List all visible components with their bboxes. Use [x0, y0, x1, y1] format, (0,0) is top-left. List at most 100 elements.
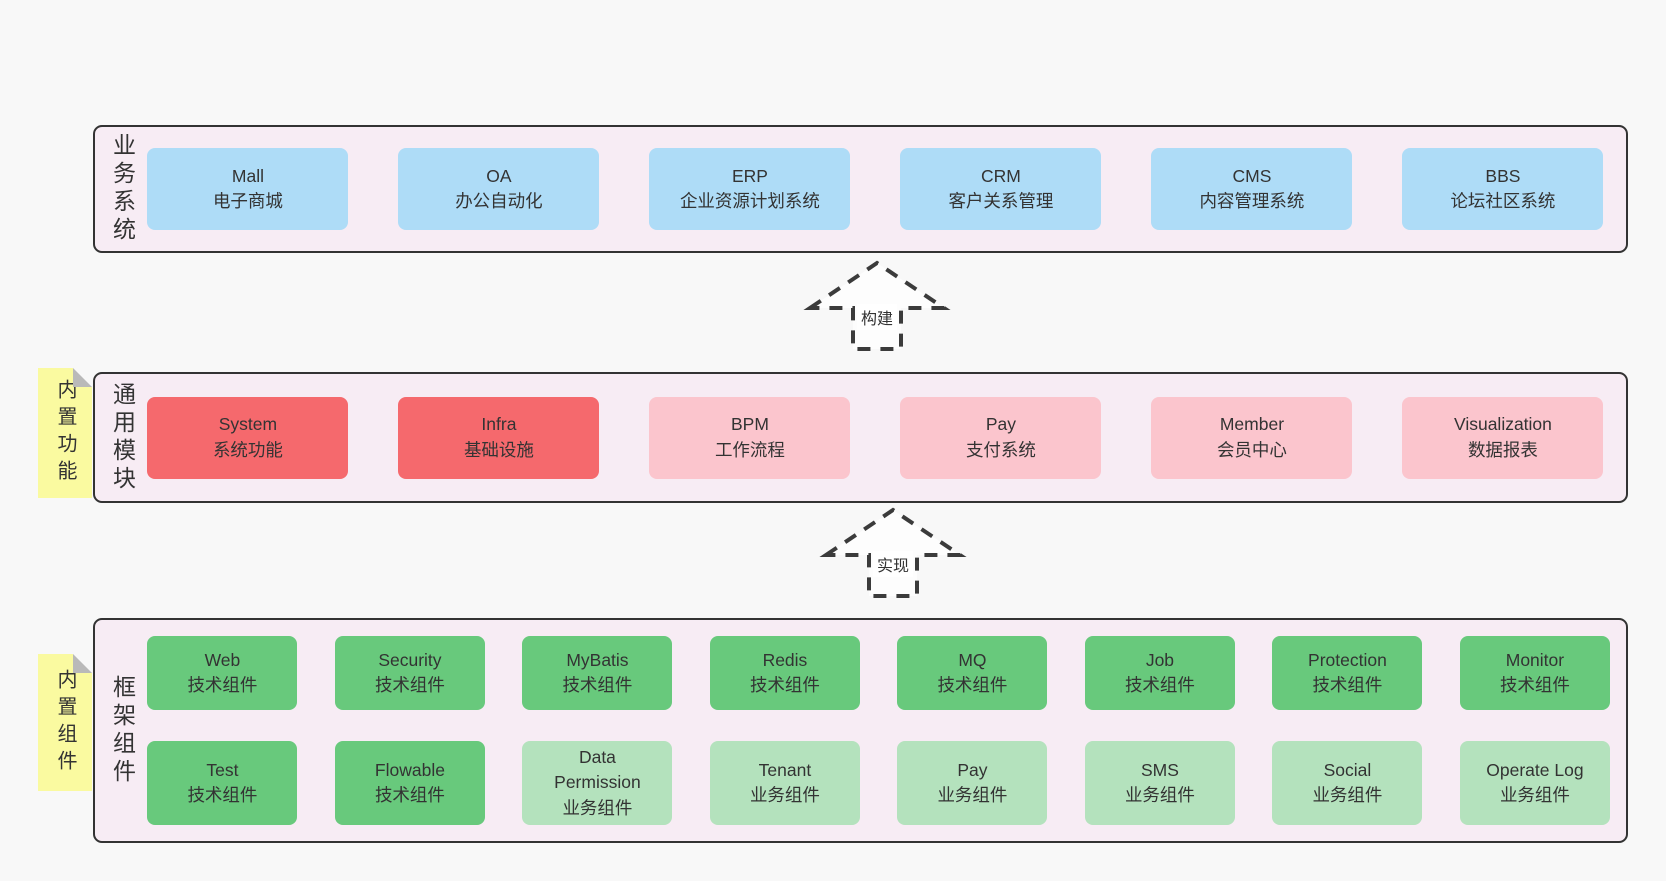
- module-box-sms: SMS 业务组件: [1084, 741, 1235, 825]
- module-box-pay: Pay 支付系统: [900, 396, 1102, 479]
- box-title: BBS: [1485, 165, 1521, 186]
- module-box-infra: Infra 基础设施: [398, 396, 600, 479]
- band-label-framework-components: 框架组件: [109, 674, 136, 787]
- box-subtitle: 业务组件: [937, 785, 1008, 805]
- box-title: Mall: [231, 165, 264, 186]
- box-subtitle: 业务组件: [749, 785, 820, 805]
- module-box-web: Web 技术组件: [147, 636, 298, 710]
- module-box-data-permission: Data Permission 业务组件: [522, 741, 673, 825]
- box-title: CRM: [981, 165, 1021, 186]
- band-framework-components: 框架组件 Web 技术组件 Security 技术组件 MyBatis 技术组件 Redis 技…: [93, 618, 1628, 843]
- box-title: OA: [486, 165, 512, 186]
- box-subtitle: 技术组件: [749, 675, 820, 695]
- box-title: Flowable: [374, 759, 445, 780]
- box-title: Job: [1145, 649, 1175, 670]
- box-title: Visualization: [1453, 414, 1552, 435]
- box-subtitle: 技术组件: [187, 785, 258, 805]
- box-subtitle: 支付系统: [965, 439, 1036, 460]
- box-subtitle: 电子商城: [212, 191, 283, 211]
- box-title: Operate Log: [1486, 759, 1584, 780]
- box-subtitle: 业务组件: [1499, 785, 1570, 805]
- box-title: System: [218, 414, 278, 435]
- build-arrow-label: 构建: [856, 304, 898, 330]
- box-subtitle: 基础设施: [463, 439, 534, 460]
- band-label-business-systems: 业务系统: [109, 133, 136, 245]
- module-box-operate-log: Operate Log 业务组件: [1459, 741, 1610, 825]
- box-title: CMS: [1232, 165, 1272, 186]
- band-common-modules: 通用模块 System 系统功能 Infra 基础设施 BPM 工作流程 Pay 支付系统 Mem…: [93, 372, 1628, 503]
- box-subtitle: 客户关系管理: [948, 191, 1054, 211]
- box-title: ERP: [731, 165, 768, 186]
- box-title: Test: [206, 759, 239, 780]
- module-row: Mall 电子商城 OA 办公自动化 ERP 企业资源计划系统 CRM 客户关系管理 CMS 内容…: [147, 148, 1610, 230]
- box-title: Infra: [481, 414, 517, 435]
- box-subtitle: 技术组件: [937, 675, 1008, 695]
- box-title: Pay: [957, 759, 988, 780]
- module-box-monitor: Monitor 技术组件: [1459, 636, 1610, 710]
- box-subtitle: 系统功能: [212, 439, 283, 460]
- box-subtitle: 工作流程: [714, 439, 785, 460]
- box-subtitle: 会员中心: [1216, 439, 1287, 460]
- sticky-note-builtin-features: 内置功能: [38, 368, 92, 498]
- module-box-member: Member 会员中心: [1151, 396, 1353, 479]
- box-title: Pay: [985, 414, 1017, 435]
- module-box-crm: CRM 客户关系管理: [900, 148, 1102, 230]
- box-subtitle: 业务组件: [562, 797, 633, 818]
- box-title: Tenant: [758, 759, 812, 780]
- module-box-mybatis: MyBatis 技术组件: [522, 636, 673, 710]
- module-box-tenant: Tenant 业务组件: [709, 741, 860, 825]
- module-box-bpm: BPM 工作流程: [649, 396, 851, 479]
- module-box-system: System 系统功能: [147, 396, 349, 479]
- box-subtitle: 数据报表: [1467, 439, 1538, 460]
- module-box-cms: CMS 内容管理系统: [1151, 148, 1353, 230]
- box-title: Monitor: [1505, 649, 1565, 670]
- box-subtitle: 内容管理系统: [1199, 191, 1305, 211]
- box-subtitle: 技术组件: [187, 675, 258, 695]
- module-box-visualization: Visualization 数据报表: [1402, 396, 1604, 479]
- box-subtitle: 技术组件: [374, 675, 445, 695]
- box-subtitle: 技术组件: [562, 675, 633, 695]
- sticky-note-label: 内置功能: [54, 379, 76, 487]
- box-title: Protection: [1308, 649, 1387, 670]
- box-subtitle: 技术组件: [1124, 675, 1195, 695]
- module-box-flowable: Flowable 技术组件: [334, 741, 485, 825]
- box-title: Social: [1323, 759, 1372, 780]
- implement-arrow-label: 实现: [872, 551, 914, 577]
- module-box-redis: Redis 技术组件: [709, 636, 860, 710]
- box-title: Security: [378, 649, 442, 670]
- build-arrow: 构建: [802, 258, 952, 353]
- box-title: Redis: [762, 649, 808, 670]
- box-subtitle: 业务组件: [1312, 785, 1383, 805]
- module-box-erp: ERP 企业资源计划系统: [649, 148, 851, 230]
- box-title: MyBatis: [566, 649, 629, 670]
- module-box-test: Test 技术组件: [147, 741, 298, 825]
- module-box-mall: Mall 电子商城: [147, 148, 349, 230]
- box-title: Member: [1219, 414, 1285, 435]
- box-subtitle: 论坛社区系统: [1450, 191, 1556, 211]
- module-box-pay: Pay 业务组件: [897, 741, 1048, 825]
- sticky-note-label: 内置组件: [54, 668, 76, 777]
- box-subtitle: 技术组件: [374, 785, 445, 805]
- box-title: Data Permission: [554, 746, 641, 793]
- box-title: Web: [204, 649, 241, 670]
- implement-arrow: 实现: [818, 505, 968, 600]
- box-title: BPM: [730, 414, 769, 435]
- box-subtitle: 技术组件: [1499, 675, 1570, 695]
- box-subtitle: 技术组件: [1312, 675, 1383, 695]
- box-subtitle: 企业资源计划系统: [679, 191, 820, 211]
- band-label-common-modules: 通用模块: [109, 381, 136, 494]
- module-box-security: Security 技术组件: [334, 636, 485, 710]
- module-row: System 系统功能 Infra 基础设施 BPM 工作流程 Pay 支付系统 Member 会…: [147, 396, 1610, 479]
- box-title: SMS: [1140, 759, 1179, 780]
- module-box-oa: OA 办公自动化: [398, 148, 600, 230]
- box-title: MQ: [958, 649, 987, 670]
- box-subtitle: 办公自动化: [455, 191, 543, 211]
- module-box-bbs: BBS 论坛社区系统: [1402, 148, 1604, 230]
- module-box-job: Job 技术组件: [1084, 636, 1235, 710]
- box-subtitle: 业务组件: [1124, 785, 1195, 805]
- sticky-note-builtin-components: 内置组件: [38, 654, 92, 791]
